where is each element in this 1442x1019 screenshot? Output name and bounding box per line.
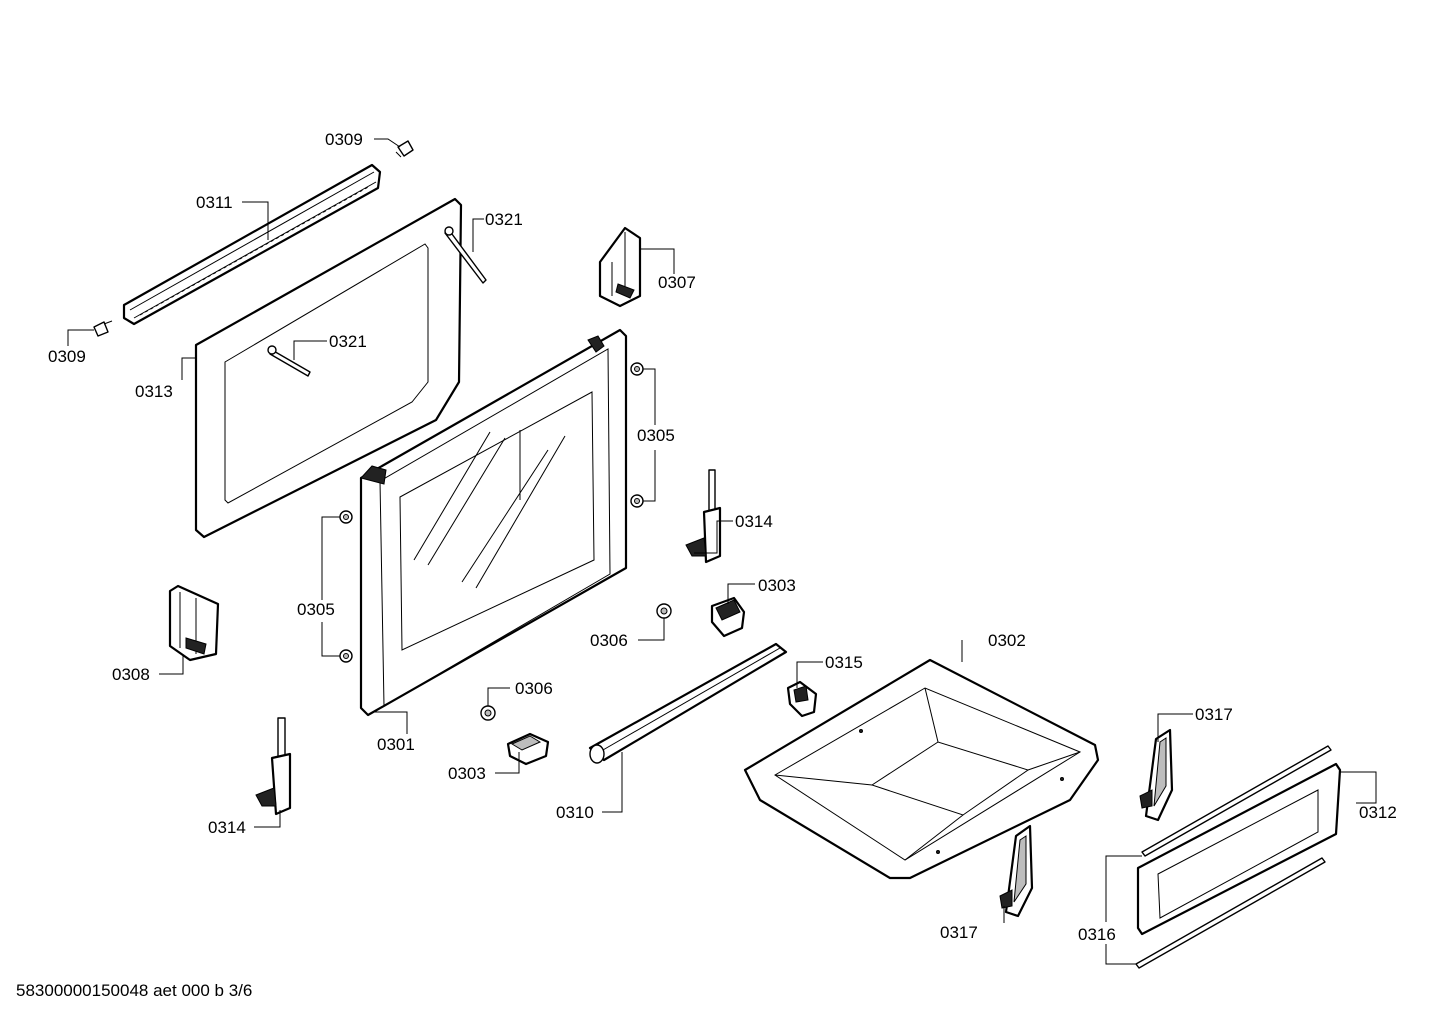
label-0306-right: 0306 — [590, 631, 628, 650]
label-0309-top: 0309 — [325, 130, 363, 149]
part-0308-bracket — [168, 584, 220, 662]
label-0309-left: 0309 — [48, 347, 86, 366]
label-0306-left: 0306 — [515, 679, 553, 698]
part-0307-bracket — [598, 226, 642, 308]
label-0311: 0311 — [196, 193, 233, 212]
label-0314-right: 0314 — [735, 512, 773, 531]
part-0321-pin-left — [267, 345, 311, 377]
leader-lines — [67, 138, 1377, 965]
part-0309-screw-top — [395, 140, 414, 158]
label-0302: 0302 — [988, 631, 1026, 650]
label-0310: 0310 — [556, 803, 594, 822]
part-0321-pin-right — [444, 226, 487, 284]
part-0314-hinge-left — [255, 717, 292, 816]
label-0317-left: 0317 — [940, 923, 978, 942]
part-0314-hinge-right — [685, 469, 722, 564]
part-0301-outer-door — [359, 328, 628, 717]
part-0315-clip — [786, 680, 818, 718]
part-0317-runner-right — [1139, 728, 1174, 822]
label-0317-right: 0317 — [1195, 705, 1233, 724]
label-0316: 0316 — [1078, 925, 1116, 944]
document-id: 58300000150048 aet 000 b 3/6 — [16, 981, 253, 1000]
label-0305-right: 0305 — [637, 426, 675, 445]
part-0313-inner-glass — [194, 197, 463, 539]
part-0303-cap-right — [710, 596, 746, 638]
label-0321-top: 0321 — [485, 210, 523, 229]
part-0309-screw-left — [93, 320, 113, 337]
part-0310-tube — [588, 642, 788, 764]
part-0311-top-rail — [122, 163, 382, 326]
label-0313: 0313 — [135, 382, 173, 401]
label-0308: 0308 — [112, 665, 150, 684]
label-0305-left: 0305 — [297, 600, 335, 619]
label-0301: 0301 — [377, 735, 415, 754]
part-0312-drawer-glass — [1136, 745, 1342, 936]
part-0303-cap-left — [506, 732, 550, 766]
part-0302-tray — [743, 658, 1100, 880]
part-labels: 0309 0311 0321 0307 0309 0321 0313 0305 … — [48, 130, 1397, 944]
part-0317-runner-left — [999, 824, 1034, 918]
label-0321-middle: 0321 — [329, 332, 367, 351]
label-0303-right: 0303 — [758, 576, 796, 595]
part-0316-strips — [1135, 857, 1326, 969]
label-0307: 0307 — [658, 273, 696, 292]
label-0314-left: 0314 — [208, 818, 246, 837]
label-0312: 0312 — [1359, 803, 1397, 822]
label-0315: 0315 — [825, 653, 863, 672]
label-0303-left: 0303 — [448, 764, 486, 783]
